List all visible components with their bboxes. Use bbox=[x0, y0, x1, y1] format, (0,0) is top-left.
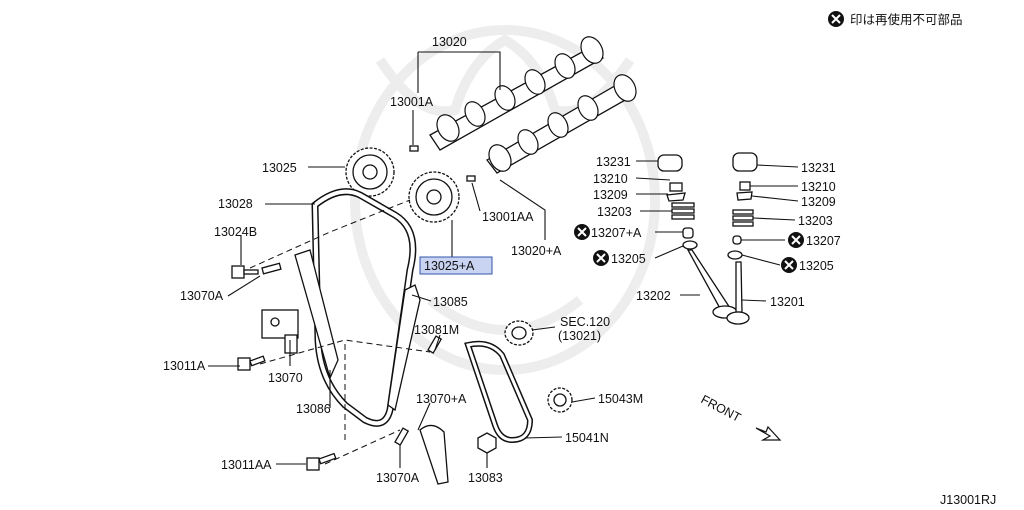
legend-text: 印は再使用不可部品 bbox=[850, 12, 963, 27]
callout-13203-right: 13203 bbox=[798, 214, 833, 228]
dowel-pin-13001aa bbox=[466, 175, 476, 182]
callout-13202: 13202 bbox=[636, 289, 671, 303]
callout-13070a-plus: 13070+A bbox=[416, 392, 467, 406]
callout-13203-left: 13203 bbox=[597, 205, 632, 219]
bolt-13011aa bbox=[306, 452, 337, 471]
pin-13070a bbox=[261, 262, 282, 275]
dowel-pin-13001a bbox=[409, 145, 419, 152]
callout-13025a[interactable]: 13025+A bbox=[424, 259, 475, 273]
callout-13070: 13070 bbox=[268, 371, 303, 385]
valve-train-right bbox=[726, 152, 758, 325]
callout-13011aa: 13011AA bbox=[221, 458, 272, 472]
callout-13205-left: 13205 bbox=[611, 252, 646, 266]
callout-13028: 13028 bbox=[218, 197, 253, 211]
callout-13231-right: 13231 bbox=[801, 161, 836, 175]
pin-13070a-lower bbox=[394, 427, 410, 446]
slack-guide bbox=[294, 249, 339, 380]
bolt-13024b bbox=[231, 265, 259, 279]
callout-15041n: 15041N bbox=[565, 431, 609, 445]
callout-13201: 13201 bbox=[770, 295, 805, 309]
callout-13210-right: 13210 bbox=[801, 180, 836, 194]
callout-13083: 13083 bbox=[468, 471, 503, 485]
callout-13025: 13025 bbox=[262, 161, 297, 175]
callout-13081m: 13081M bbox=[414, 323, 459, 337]
diagram-id: J13001RJ bbox=[940, 493, 996, 507]
alignment-dashes bbox=[249, 199, 431, 465]
marker-13207-right bbox=[788, 232, 804, 248]
callout-sec120: SEC.120 bbox=[560, 315, 610, 329]
oil-pump-sprocket bbox=[547, 387, 573, 413]
callout-13210-left: 13210 bbox=[593, 172, 628, 186]
tensioner-arm bbox=[419, 424, 449, 485]
front-label: FRONT bbox=[699, 392, 744, 425]
callout-13001a: 13001A bbox=[390, 95, 434, 109]
callout-13207a: 13207+A bbox=[591, 226, 642, 240]
callout-13070a-bottom: 13070A bbox=[376, 471, 420, 485]
callout-13205-right: 13205 bbox=[799, 259, 834, 273]
tension-guide bbox=[387, 284, 421, 412]
marker-13205-left bbox=[593, 250, 609, 266]
marker-13205-right bbox=[781, 257, 797, 273]
leader-lines bbox=[208, 51, 799, 468]
secondary-chain bbox=[464, 340, 534, 444]
callout-13231-left: 13231 bbox=[596, 155, 631, 169]
valve-train-left bbox=[657, 154, 738, 319]
callout-13086: 13086 bbox=[296, 402, 331, 416]
callout-13020: 13020 bbox=[432, 35, 467, 49]
callout-labels: 13020 13001A 13025 13028 13024B 13070A 1… bbox=[163, 35, 996, 507]
callout-13011a: 13011A bbox=[163, 359, 206, 373]
marker-13207a bbox=[574, 224, 590, 240]
intake-camshaft bbox=[429, 36, 604, 151]
callout-15043m: 15043M bbox=[598, 392, 643, 406]
exhaust-camshaft bbox=[486, 74, 637, 174]
bolt-13011a bbox=[237, 355, 266, 371]
reuse-legend: 印は再使用不可部品 bbox=[828, 11, 963, 27]
front-arrow: FRONT bbox=[699, 392, 782, 441]
crank-sprocket bbox=[504, 320, 534, 346]
callout-13209-left: 13209 bbox=[593, 188, 628, 202]
callout-13024b: 13024B bbox=[214, 225, 257, 239]
callout-13001aa: 13001AA bbox=[482, 210, 534, 224]
chain-tensioner bbox=[261, 309, 299, 354]
callout-13070a-top: 13070A bbox=[180, 289, 224, 303]
callout-13020a: 13020+A bbox=[511, 244, 562, 258]
callout-13207-right: 13207 bbox=[806, 234, 841, 248]
nut-13083 bbox=[477, 432, 497, 454]
callout-13085: 13085 bbox=[433, 295, 468, 309]
callout-sec120-sub: (13021) bbox=[558, 329, 601, 343]
callout-13209-right: 13209 bbox=[801, 195, 836, 209]
exhaust-sprocket bbox=[408, 171, 460, 223]
highlight-13025a bbox=[419, 256, 493, 275]
intake-sprocket bbox=[345, 147, 395, 197]
